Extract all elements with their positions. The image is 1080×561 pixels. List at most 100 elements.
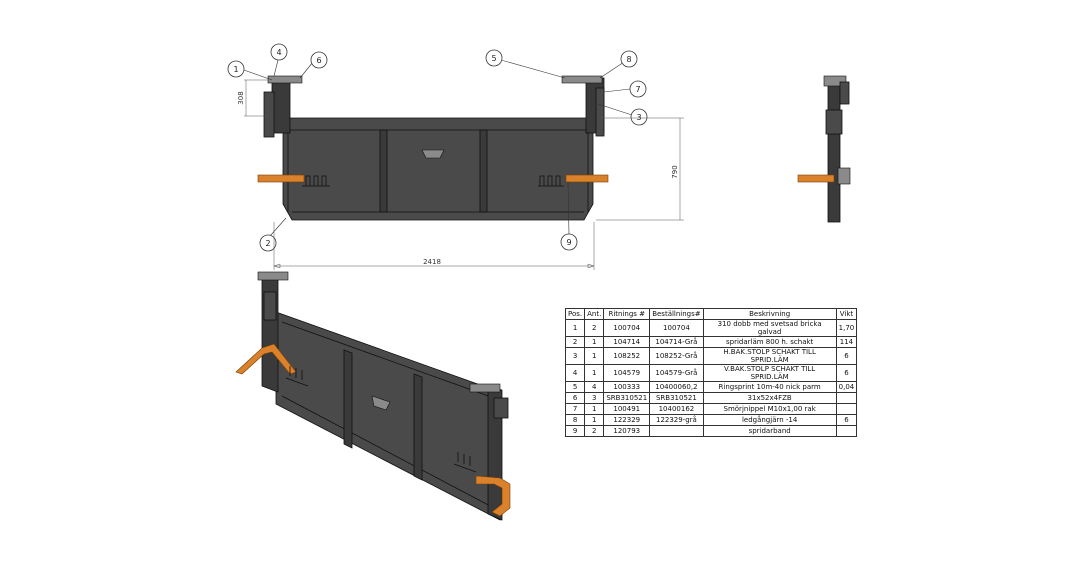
right-hinge-pin [595, 87, 605, 137]
bom-cell-vikt: 6 [835, 414, 858, 426]
iso-left-pin [263, 291, 277, 321]
bom-cell-beskrivning: ledgångjärn -14 [702, 414, 837, 426]
bom-cell-ant: 1 [584, 403, 605, 415]
dim-bracket: 308 [237, 91, 245, 104]
bom-cell-bestallnings [649, 425, 704, 437]
bom-cell-pos: 8 [564, 414, 586, 426]
bom-cell-vikt: 114 [835, 336, 858, 348]
right-handle [565, 174, 609, 183]
right-hinge-top [561, 75, 603, 84]
bom-cell-ant: 1 [584, 347, 605, 365]
bom-cell-pos: 6 [564, 392, 586, 404]
bom-cell-beskrivning: Smörjnippel M10x1,00 rak [702, 403, 837, 415]
balloon-5 [485, 49, 503, 67]
balloon-6-label: 6 [316, 56, 321, 65]
iso-right-handle [475, 475, 511, 517]
balloon-3 [630, 108, 648, 126]
left-handle [257, 174, 305, 183]
bom-cell-ant: 3 [584, 392, 605, 404]
balloon-4-label: 4 [276, 48, 281, 57]
balloon-8 [620, 50, 638, 68]
bom-cell-beskrivning: 31x52x4FZB [702, 392, 837, 404]
bom-cell-ritnings: 104714 [603, 336, 651, 348]
bom-cell-beskrivning: spridarläm 800 h. schakt [702, 336, 837, 348]
iso-rib-left [343, 349, 353, 449]
bom-cell-ant: 1 [584, 336, 605, 348]
iso-plate [275, 311, 501, 521]
iso-left-hinge [257, 271, 289, 281]
bom-cell-bestallnings: 108252-Grå [649, 347, 704, 365]
iso-rib-right [413, 373, 423, 481]
rib-left [379, 129, 388, 213]
side-nipple [839, 81, 850, 105]
bom-cell-pos: 2 [564, 336, 586, 348]
rib-right [479, 129, 488, 213]
bom-header-bestallnings: Beställnings# [649, 308, 704, 320]
bom-cell-ritnings: 100333 [603, 381, 651, 393]
bom-header-pos: Pos. [564, 308, 586, 320]
bom-cell-bestallnings: 10400060,2 [649, 381, 704, 393]
bom-header-vikt: Vikt [835, 308, 858, 320]
main-plate [282, 117, 594, 221]
side-post [825, 109, 843, 135]
isometric-view [235, 271, 511, 521]
bill-of-materials-table: Pos. Ant. Ritnings # Beställnings# Beskr… [564, 308, 858, 437]
balloon-4 [270, 43, 288, 61]
bom-cell-beskrivning: V.BAK.STOLP SCHAKT TILL SPRID.LÄM [702, 364, 837, 382]
center-bracket [421, 149, 445, 159]
bom-header-ritnings: Ritnings # [603, 308, 651, 320]
iso-right-hinge [469, 383, 501, 393]
bom-cell-pos: 3 [564, 347, 586, 365]
bom-cell-pos: 9 [564, 425, 586, 437]
bom-cell-bestallnings: 104714-Grå [649, 336, 704, 348]
bom-cell-vikt [835, 425, 858, 437]
bom-header-beskrivning: Beskrivning [702, 308, 837, 320]
side-hinge-top [823, 75, 847, 87]
bom-cell-ritnings: 104579 [603, 364, 651, 382]
bom-cell-ritnings: SRB310521 [603, 392, 651, 404]
balloon-2 [259, 234, 277, 252]
bom-cell-ant: 1 [584, 414, 605, 426]
bom-cell-ritnings: 122329 [603, 414, 651, 426]
balloon-6 [310, 51, 328, 69]
bom-cell-vikt [835, 403, 858, 415]
balloon-3-label: 3 [636, 113, 641, 122]
bom-cell-vikt: 0,04 [835, 381, 858, 393]
bom-cell-ant: 4 [584, 381, 605, 393]
side-clip [837, 167, 851, 185]
bom-cell-beskrivning: Ringsprint 10m-40 nick parm [702, 381, 837, 393]
bom-cell-ritnings: 108252 [603, 347, 651, 365]
bom-cell-ant: 1 [584, 364, 605, 382]
bom-cell-bestallnings: SRB310521 [649, 392, 704, 404]
bom-header-ant: Ant. [584, 308, 605, 320]
left-hinge-pin [263, 91, 275, 138]
balloon-8-label: 8 [626, 55, 631, 64]
dimension-group: 2418 790 308 [237, 79, 684, 270]
left-post [271, 77, 291, 134]
bom-cell-vikt: 6 [835, 347, 858, 365]
balloon-1 [227, 60, 245, 78]
balloon-9-label: 9 [566, 238, 571, 247]
bom-cell-bestallnings: 122329-grå [649, 414, 704, 426]
bom-cell-pos: 1 [564, 319, 586, 337]
bom-cell-bestallnings: 10400162 [649, 403, 704, 415]
bom-cell-beskrivning: H.BAK.STOLP SCHAKT TILL SPRID.LÄM [702, 347, 837, 365]
balloon-7-label: 7 [635, 85, 640, 94]
bom-cell-ritnings: 120793 [603, 425, 651, 437]
bom-cell-ant: 2 [584, 425, 605, 437]
iso-right-nipple [493, 397, 509, 419]
bom-cell-ritnings: 100704 [603, 319, 651, 337]
bom-cell-beskrivning: 310 dobb med svetsad bricka galvad [702, 319, 837, 337]
side-handle [797, 174, 835, 183]
bom-header-row: Pos. Ant. Ritnings # Beställnings# Beskr… [564, 308, 858, 320]
dim-width: 2418 [423, 258, 441, 266]
balloon-group: 1 4 6 5 8 7 3 2 9 [227, 43, 648, 252]
side-plate [827, 77, 841, 223]
